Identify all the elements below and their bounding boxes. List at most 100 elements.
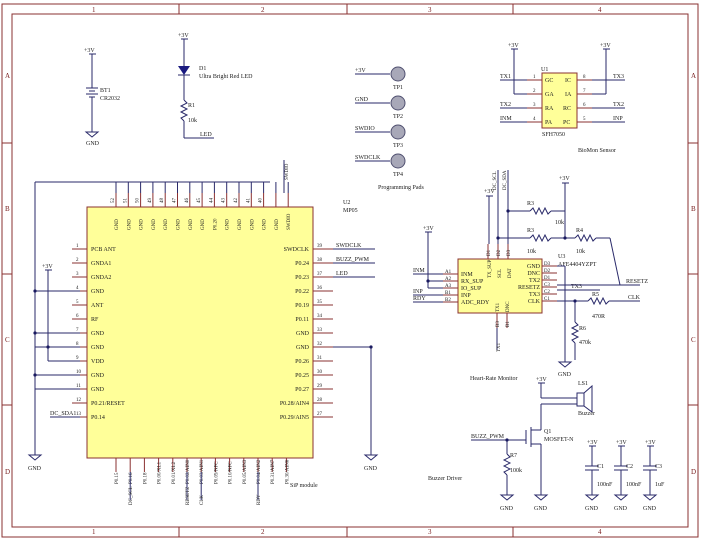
biomon-pin-number: 8	[583, 75, 586, 80]
mcu-pin-number: 6	[76, 314, 79, 319]
afe-r6-value: 470k	[579, 340, 591, 346]
mcu-net-swdclk: SWDCLK	[336, 243, 362, 249]
row-label-c-right: C	[691, 336, 696, 344]
led-resistor-ref: R1	[188, 103, 195, 109]
afe-pin-left-label: RX_SUP	[461, 279, 484, 285]
column-label-4-bottom: 4	[598, 528, 602, 536]
row-label-d-right: D	[691, 468, 696, 476]
led-resistor-value: 10k	[188, 118, 197, 124]
column-label-3: 3	[428, 6, 432, 14]
biomon-pin-number: 1	[533, 75, 536, 80]
mcu-pin-right-label: P0.29/AIN5	[280, 415, 309, 421]
mcu-pin-top-label: P0.20	[213, 218, 218, 230]
battery-supply-label: +3V	[84, 48, 95, 54]
mcu-net-buzz-pwm: BUZZ_PWM	[336, 257, 370, 263]
afe-pin-number: D3	[507, 249, 512, 256]
cap-gnd: GND	[614, 506, 628, 512]
mcu-gnd-left-label: GND	[28, 466, 42, 472]
capacitor-c3: +3V C3 1uF GND	[642, 440, 665, 512]
mcu-pin-number: 27	[317, 412, 323, 417]
mcu-pin-number: 12	[76, 398, 82, 403]
biomon-sensor-u1: +3V +3V U1 SFH7050 GC GA RA PA 1 2 3 4 I…	[500, 43, 625, 154]
biomon-net-inp: INP	[613, 116, 623, 122]
mcu-pin-number: 34	[317, 314, 323, 319]
afe-r3a-ref: R3	[527, 201, 534, 207]
afe-pin-tx1: TX1	[496, 302, 501, 312]
mcu-pin-top-label: SWDIO	[287, 213, 292, 230]
buzzer-gnd-label-1: GND	[500, 506, 514, 512]
mcu-pin-left-label: GND	[91, 387, 105, 393]
mcu-pin-right-label: P0.23	[295, 275, 309, 281]
biomon-caption: BioMon Sensor	[578, 148, 616, 154]
mcu-pin-bottom-label: P0.09/NFC	[214, 461, 219, 484]
afe-pin-number: A2	[445, 277, 452, 282]
pad-tp3: SWDIO TP3	[355, 124, 406, 149]
mcu-pin-number: 42	[234, 198, 239, 204]
afe-supply-label: +3V	[559, 176, 570, 182]
buzzer-q-value: MOSFET-N	[544, 437, 574, 443]
mcu-gnd-right-label: GND	[364, 466, 378, 472]
afe-pin-left-label: ADC_RDY	[461, 300, 490, 306]
mcu-net-dc-sda1: DC_SDA1	[50, 411, 76, 417]
mcu-u2: U2 MP05 SiP module GND52GND51GND50GND49G…	[27, 160, 379, 505]
pad-tp4: SWDCLK TP4	[355, 153, 406, 178]
mcu-pin-number: 49	[148, 198, 153, 204]
capacitor-c1: +3V C1 100nF GND	[584, 440, 613, 512]
row-label-a: A	[5, 72, 10, 80]
mcu-caption: SiP module	[290, 483, 318, 489]
mcu-pin-bottom-label: P0.01/XL2	[172, 461, 177, 484]
buzzer-driver: +3V LS1 Buzzer Q1 MOSFET-N BUZZ_PWM R7 1…	[428, 377, 595, 512]
programming-pads: +3V TP1 GND TP2 SWDIO TP3 SWDCLK TP4 Pro…	[355, 66, 424, 191]
mcu-pin-number: 28	[317, 398, 323, 403]
pad-tp2: GND TP2	[355, 95, 406, 120]
afe-r3b-value: 10k	[527, 249, 536, 255]
biomon-pin-ra: RA	[545, 106, 554, 112]
afe-pin-number: C2	[544, 290, 550, 295]
mcu-pin-left-label: GND	[91, 373, 105, 379]
afe-net-tx3: TX3	[571, 284, 582, 290]
afe-pin-dat: DAT	[508, 268, 513, 278]
cap-value: 100nF	[597, 482, 613, 488]
mcu-pin-right-label: GND	[296, 345, 310, 351]
mcu-net-bottom-label: DC_SCL	[129, 486, 134, 505]
afe-ref: U3	[558, 254, 565, 260]
column-label-2: 2	[261, 6, 265, 14]
afe-r5-value: 470R	[592, 314, 605, 320]
pad-net-label: GND	[355, 97, 369, 103]
mcu-pin-right-label: P0.27	[295, 387, 309, 393]
led-ref: D1	[199, 66, 206, 72]
mcu-pin-number: 3	[76, 272, 79, 277]
mcu-pin-left-label: P0.21/RESET	[91, 401, 125, 407]
mcu-net-led: LED	[336, 271, 348, 277]
mcu-pin-number: 31	[317, 356, 323, 361]
mcu-pin-left-label: RF	[91, 317, 99, 323]
mcu-pin-bottom-label: P0.15	[115, 472, 120, 484]
mcu-pin-top-label: GND	[152, 219, 157, 230]
afe-pin-tx-sup: TX_SUP	[488, 259, 493, 278]
mcu-pin-number: 51	[123, 198, 128, 204]
mcu-pin-bottom-label: P0.10/NFC	[229, 461, 234, 484]
mcu-pin-bottom-label: P0.00/XL1	[158, 461, 163, 484]
drawing-frame: 1 2 3 4 1 2 3 4 A B C D A B C D	[1, 3, 699, 538]
biomon-supply-right: +3V	[600, 43, 611, 49]
cap-value: 1uF	[655, 482, 665, 488]
column-label-1: 1	[92, 6, 96, 14]
mcu-pin-top-label: GND	[226, 219, 231, 230]
afe-pin-number: C3	[544, 283, 550, 288]
mcu-pin-number: 48	[160, 198, 165, 204]
afe-pin-number: D2	[544, 269, 551, 274]
column-label-3-bottom: 3	[428, 528, 432, 536]
mcu-pin-number: 7	[76, 328, 79, 333]
mcu-pin-number: 38	[317, 258, 323, 263]
biomon-net-tx2-right: TX2	[613, 102, 624, 108]
mcu-net-bottom-label: RDY	[257, 494, 262, 505]
pad-ref: TP4	[393, 172, 403, 178]
mcu-net-bottom-label: CLK	[200, 495, 205, 505]
mcu-pin-number: 10	[76, 370, 82, 375]
biomon-pin-number: 3	[533, 103, 536, 108]
afe-pin-left-label: INM	[461, 272, 473, 278]
row-label-a-right: A	[691, 72, 696, 80]
biomon-supply-left: +3V	[508, 43, 519, 49]
decoupling-caps: +3V C1 100nF GND +3V C2 100nF GND +3V	[584, 440, 665, 512]
afe-pin-number: A1	[445, 270, 452, 275]
